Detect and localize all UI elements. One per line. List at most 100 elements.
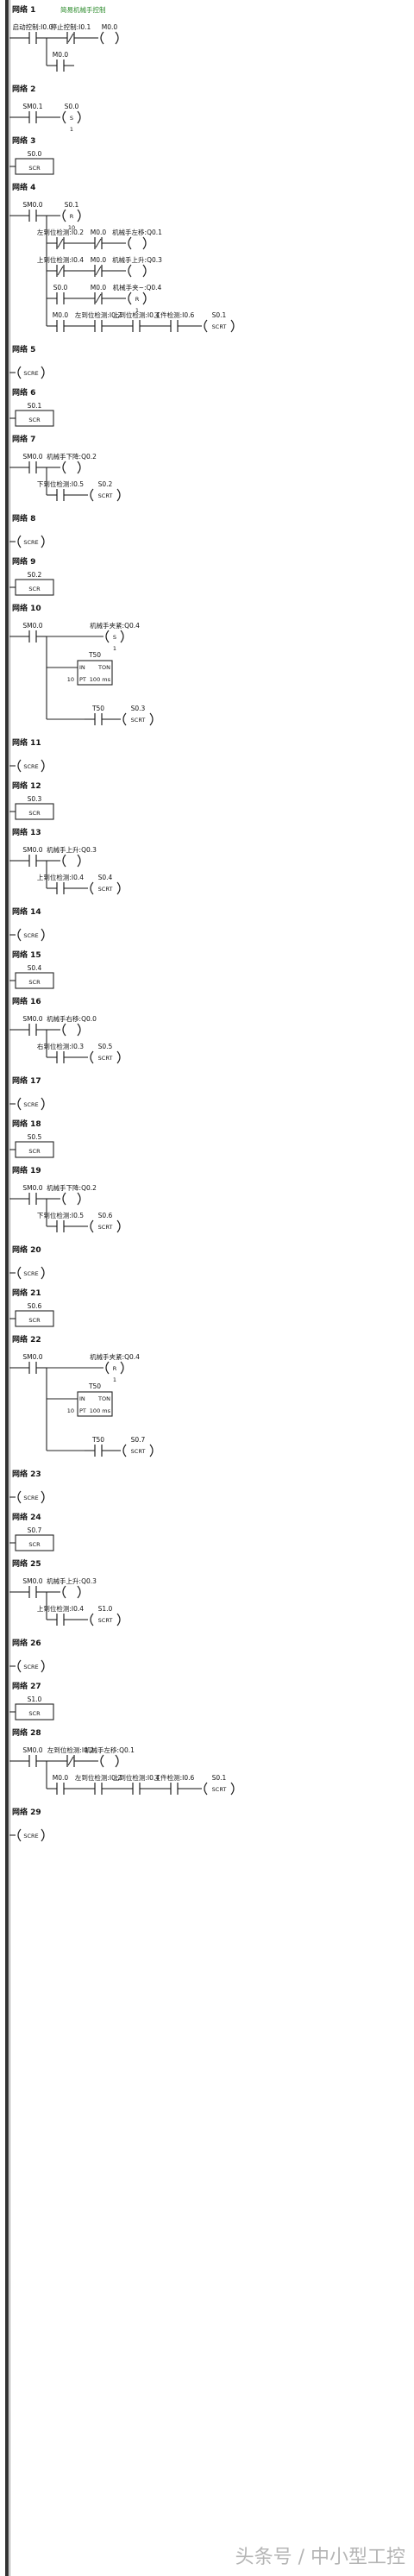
network-title: 网络 6 [12,387,35,398]
scr-function: SCR [28,417,41,423]
no-contact-label: SM0.0 [22,1015,42,1023]
coil-left [100,31,104,45]
contact-slash [67,1756,74,1766]
network-title: 网络 20 [12,1244,41,1255]
no-contact-label: M0.0 [53,1774,69,1782]
scrt-label: S0.3 [131,705,146,712]
coil-label: 机械手下降:Q0.2 [47,1183,97,1192]
coil-right [116,1050,121,1064]
coil-left [204,1782,208,1796]
coil-right [77,1023,81,1037]
timer-preset: 10 [67,1407,74,1414]
coil-label: 机械手左移:Q0.1 [112,228,162,236]
scrt-function: SCRT [98,886,113,893]
network-title: 网络 23 [12,1469,41,1479]
power-rail-inner [9,0,10,2576]
scr-function: SCR [28,1710,41,1717]
coil-count: 1 [135,307,139,314]
coil-left [105,630,110,643]
network-title: 网络 18 [12,1119,41,1129]
no-contact-label: 右到位检测:I0.3 [37,1042,84,1050]
no-contact-label: SM0.1 [22,103,42,110]
timer-in-label: IN [79,1395,85,1402]
nc-contact-label: 停止控制:I0.1 [51,22,91,31]
no-contact-label: 下到位检测:I0.5 [37,479,84,488]
coil-right [77,1585,81,1599]
network-title: 网络 8 [12,513,35,523]
network-title: 网络 11 [12,737,41,748]
timer-preset: 10 [67,676,74,683]
network-title: 网络 2 [12,84,35,94]
coil-right [41,1266,45,1280]
coil-label: S0.1 [65,201,79,209]
nc-contact-label: M0.0 [91,284,107,291]
coil-left [17,1097,22,1111]
coil-left [122,712,127,726]
coil-right [77,110,81,124]
scr-label: S0.6 [28,1302,42,1310]
coil-left [128,236,132,250]
coil-left [90,1613,94,1626]
network-title: 网络 22 [12,1334,41,1344]
network-title: 网络 10 [12,603,41,613]
coil-left [62,1585,66,1599]
no-contact-label: SM0.0 [22,1184,42,1192]
no-contact-label: T50 [91,1436,104,1444]
coil-left [17,759,22,773]
scr-function: SCR [28,165,41,172]
coil-function: R [70,213,74,220]
no-contact-label: 左到位检测:I0.2 [75,310,122,319]
scr-label: S0.2 [28,571,42,579]
coil-left [128,264,132,278]
coil-right [77,461,81,474]
coil-right [41,928,45,942]
coil-function: R [113,1365,117,1372]
network-title: 网络 12 [12,780,41,791]
coil-left [17,1490,22,1504]
network-title: 网络 5 [12,344,35,354]
timer-pt-label: PT [79,1407,86,1414]
timer-name: T50 [88,651,101,659]
no-contact-label: SM0.0 [22,453,42,461]
network-title: 网络 29 [12,1807,41,1817]
coil-right [77,854,81,868]
scr-label: S0.1 [28,402,42,410]
coil-right [41,1659,45,1673]
no-contact-label: SM0.0 [22,1353,42,1361]
timer-resolution: 100 ms [90,676,111,683]
coil-right [149,712,154,726]
coil-left [62,1192,66,1206]
coil-right [116,1219,121,1233]
timer-name: T50 [88,1382,101,1390]
no-contact-label: 启动控制:I0.0 [13,22,53,31]
scr-function: SCR [28,1148,41,1155]
network-title: 网络 19 [12,1165,41,1175]
network-title: 网络 21 [12,1288,41,1298]
coil-right [41,1097,45,1111]
network-title: 网络 4 [12,182,35,192]
coil-count: 1 [113,645,116,652]
nc-contact-label: M0.0 [91,229,107,236]
no-contact-label: 下到位检测:I0.5 [37,1211,84,1219]
timer-box [77,1391,113,1417]
network-title: 网络 1 [12,4,35,15]
scrt-function: SCRT [212,1786,227,1793]
no-contact-label: M0.0 [53,51,69,59]
no-contact-label: S0.0 [53,284,68,291]
timer-box [77,660,113,686]
scre-function: SCRE [23,1664,38,1670]
no-contact-label: T50 [91,705,104,712]
